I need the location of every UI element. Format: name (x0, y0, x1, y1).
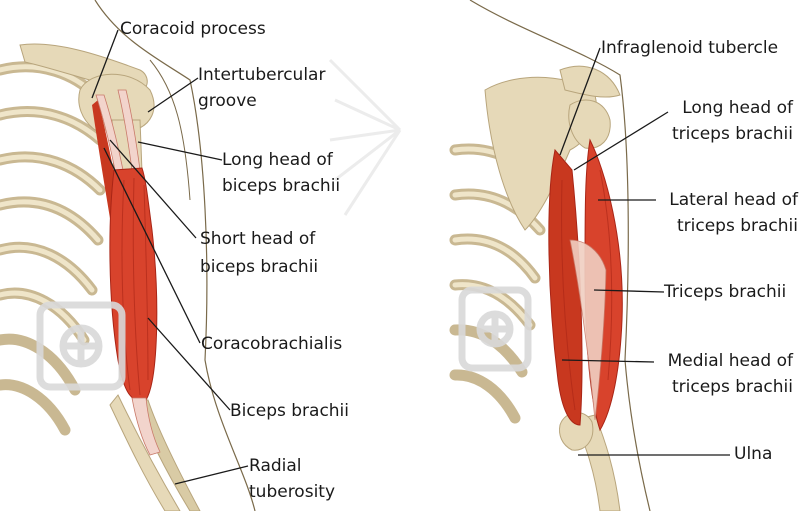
label-lateral-head-triceps: Lateral head of triceps brachii (669, 189, 798, 237)
label-intertubercular-groove-line-2: groove (198, 90, 325, 112)
anterior-watermark (40, 305, 122, 387)
label-intertubercular-groove-line-1: Intertubercular (198, 64, 325, 86)
label-coracobrachialis: Coracobrachialis (201, 333, 342, 355)
label-ulna: Ulna (734, 443, 772, 465)
label-long-head-triceps: Long head of triceps brachii (672, 97, 793, 145)
label-lateral-head-triceps-line-1: Lateral head of (669, 189, 798, 211)
label-long-head-triceps-line-2: triceps brachii (672, 123, 793, 145)
label-intertubercular-groove: Intertubercular groove (198, 64, 325, 112)
label-long-head-triceps-line-1: Long head of (672, 97, 793, 119)
label-lateral-head-triceps-line-2: triceps brachii (669, 215, 798, 237)
label-coracobrachialis-line-1: Coracobrachialis (201, 333, 342, 355)
label-coracoid-process: Coracoid process (120, 18, 266, 40)
label-biceps-brachii-line-1: Biceps brachii (230, 400, 349, 422)
label-infraglenoid-tubercle: Infraglenoid tubercle (601, 37, 778, 59)
label-medial-head-triceps-line-1: Medial head of (668, 350, 793, 372)
label-infraglenoid-tubercle-line-1: Infraglenoid tubercle (601, 37, 778, 59)
leader-long-head-biceps (138, 142, 222, 160)
label-triceps-brachii: Triceps brachii (664, 281, 786, 303)
center-sunburst (330, 60, 400, 215)
label-biceps-brachii: Biceps brachii (230, 400, 349, 422)
anterior-arm-inner-outline (150, 60, 190, 200)
label-radial-tuberosity: Radial tuberosity (249, 455, 335, 503)
label-coracoid-process-line-1: Coracoid process (120, 18, 266, 40)
label-long-head-biceps-line-1: Long head of (222, 149, 340, 171)
label-radial-tuberosity-line-1: Radial (249, 455, 335, 477)
label-short-head-biceps-line-2: biceps brachii (200, 256, 318, 278)
label-radial-tuberosity-line-2: tuberosity (249, 481, 335, 503)
triceps-long-head (549, 150, 582, 425)
label-ulna-line-1: Ulna (734, 443, 772, 465)
leader-radial-tuberosity (175, 466, 248, 484)
label-long-head-biceps: Long head of biceps brachii (222, 149, 340, 197)
label-short-head-biceps: Short head of biceps brachii (200, 228, 318, 278)
leader-biceps-brachii (148, 318, 230, 410)
label-long-head-biceps-line-2: biceps brachii (222, 175, 340, 197)
label-medial-head-triceps: Medial head of triceps brachii (668, 350, 793, 398)
leader-intertubercular-groove (148, 78, 198, 112)
label-medial-head-triceps-line-2: triceps brachii (668, 376, 793, 398)
leader-lines (92, 30, 730, 484)
label-triceps-brachii-line-1: Triceps brachii (664, 281, 786, 303)
posterior-view (455, 0, 650, 511)
label-short-head-biceps-line-1: Short head of (200, 228, 318, 250)
